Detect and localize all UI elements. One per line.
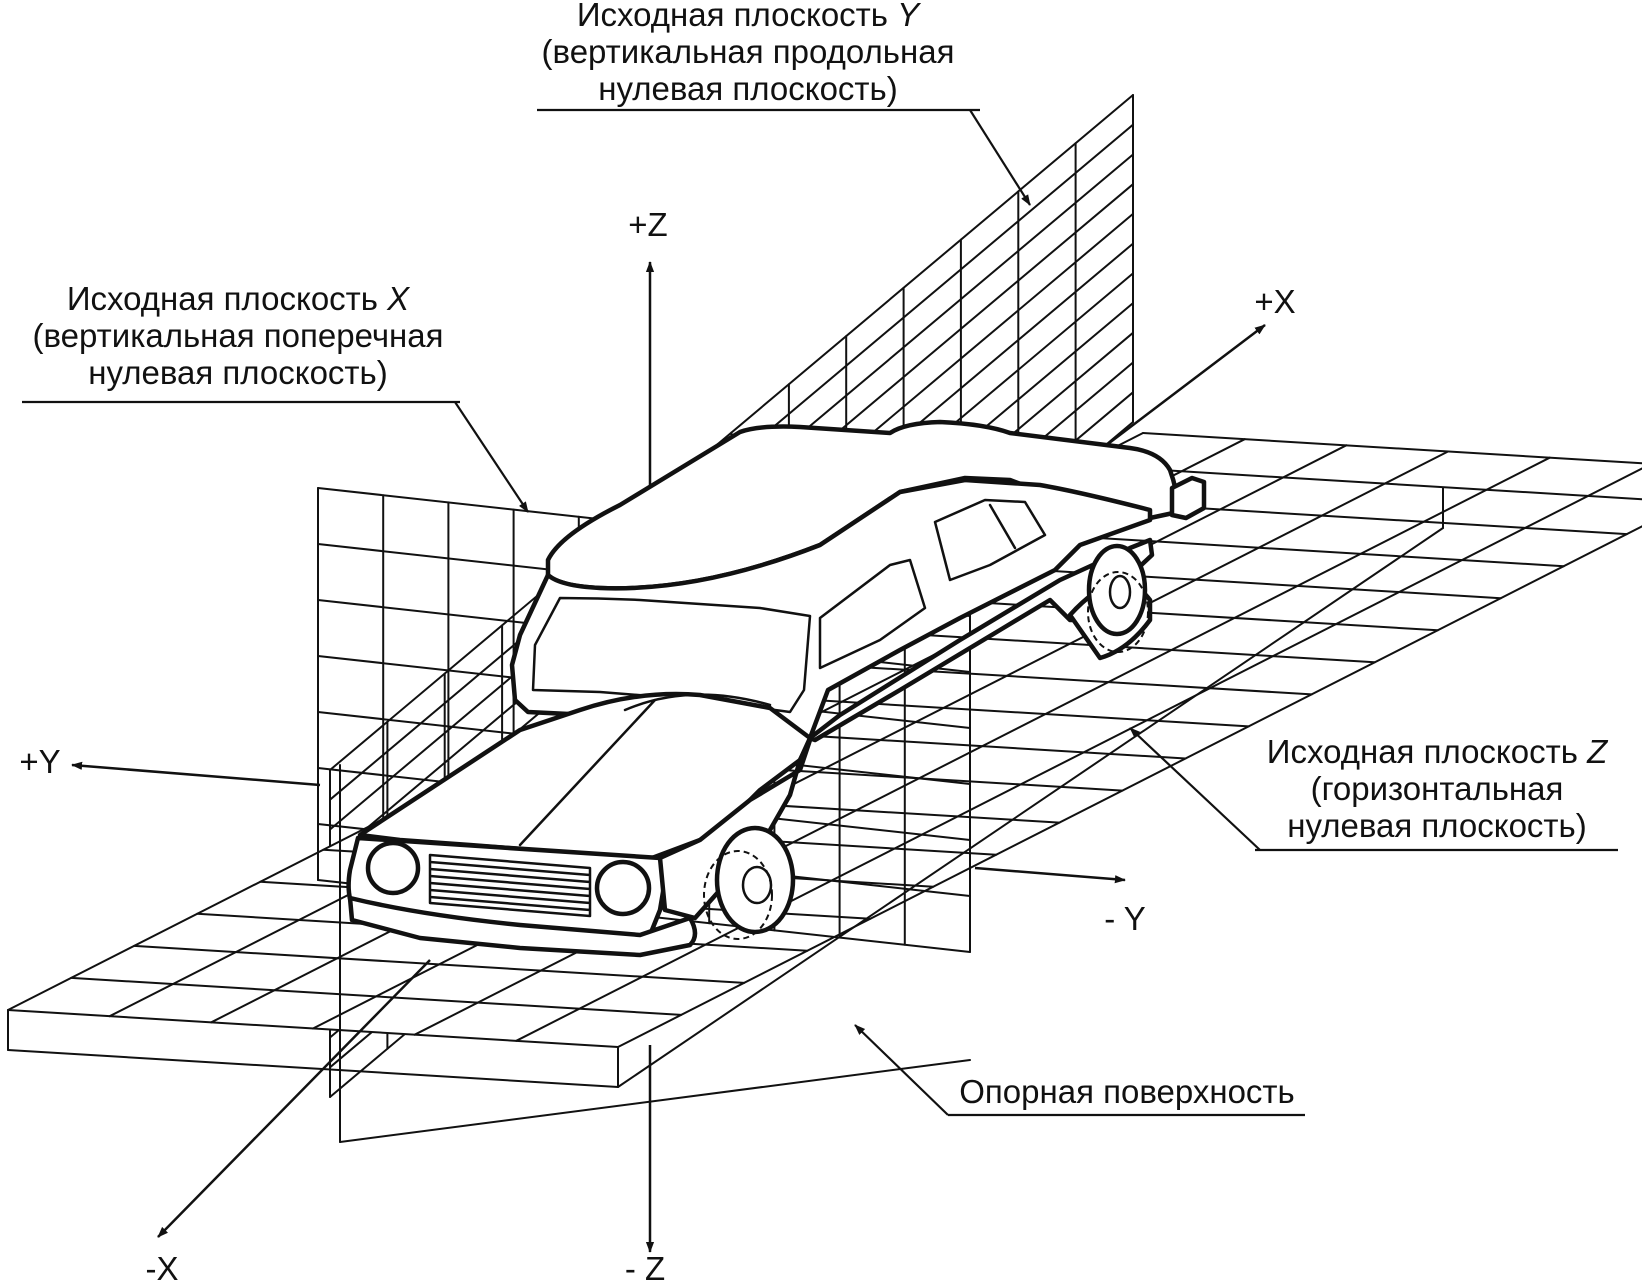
plane-y-label-line2: (вертикальная продольная bbox=[542, 33, 955, 70]
plane-z-edge bbox=[7, 1049, 619, 1088]
car-front-wheel-hidden bbox=[703, 850, 773, 940]
plane-x-label-line2: (вертикальная поперечная bbox=[33, 317, 444, 354]
text-labels: Исходная плоскость Y (вертикальная продо… bbox=[19, 0, 1609, 1284]
leader-plane-x bbox=[454, 401, 529, 513]
car-front-bumper bbox=[347, 895, 698, 958]
plane-z-label-line1: Исходная плоскость Z bbox=[1267, 733, 1609, 770]
car-fender bbox=[657, 737, 813, 921]
axis-label-plus-x: +X bbox=[1254, 283, 1295, 320]
reference-surface-label: Опорная поверхность bbox=[959, 1073, 1294, 1110]
plane-y-label-line1: Исходная плоскость Y bbox=[577, 0, 921, 33]
plane-z-grid-line-v bbox=[617, 525, 1642, 1048]
car-headlight-right bbox=[594, 859, 652, 917]
x-axis-pos bbox=[1099, 324, 1266, 451]
y-axis-pos bbox=[71, 761, 321, 787]
axis-label-plus-z: +Z bbox=[628, 206, 667, 243]
plane-x-label-line1: Исходная плоскость X bbox=[67, 280, 411, 317]
car-rear-hub bbox=[1108, 574, 1132, 610]
car-front-wheel bbox=[714, 825, 796, 935]
plane-z-label-line3: нулевая плоскость) bbox=[1287, 807, 1586, 844]
plane-y-grid-line-v bbox=[329, 94, 1134, 771]
car-headlight-left bbox=[365, 840, 421, 896]
plane-y-label-line3: нулевая плоскость) bbox=[598, 70, 897, 107]
leader-lines bbox=[22, 108, 1618, 1117]
axis-label-minus-y: - Y bbox=[1104, 900, 1146, 937]
leader-plane-z bbox=[1129, 727, 1261, 851]
car-side-window-rear bbox=[933, 498, 1047, 582]
leader-plane-y bbox=[969, 109, 1031, 206]
y-axis-neg bbox=[974, 866, 1126, 884]
car-rear-lamp bbox=[1169, 475, 1207, 521]
axis-label-minus-x: -X bbox=[146, 1250, 179, 1284]
car-hood-line bbox=[518, 693, 772, 847]
plane-x-label-line3: нулевая плоскость) bbox=[88, 354, 387, 391]
plane-z-grid-line-v bbox=[515, 467, 1642, 1042]
plane-z-edge bbox=[617, 527, 1444, 1088]
car-illustration bbox=[346, 419, 1207, 958]
car-grille bbox=[428, 853, 592, 918]
axis-label-minus-z: - Z bbox=[625, 1250, 665, 1284]
car-rear-wheel-hidden bbox=[1087, 571, 1149, 653]
car-side-window-front bbox=[818, 558, 927, 670]
axis-label-plus-y: +Y bbox=[19, 743, 60, 780]
car-rear-wheel bbox=[1086, 543, 1148, 637]
x-axis-neg bbox=[157, 959, 431, 1238]
car-window-divider bbox=[988, 503, 1017, 550]
plane-x-lower-edge bbox=[339, 1059, 971, 1143]
leader-surface bbox=[854, 1024, 949, 1116]
plane-z-label-line2: (горизонтальная bbox=[1311, 770, 1564, 807]
